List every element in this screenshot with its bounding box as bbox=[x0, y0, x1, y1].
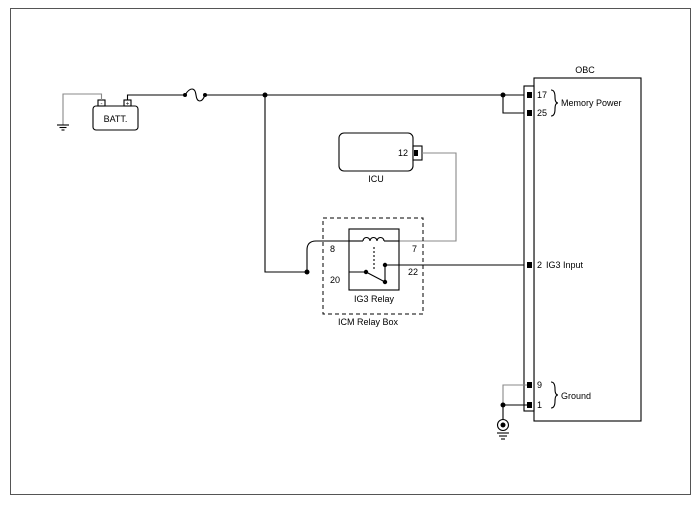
relay-pin-22: 22 bbox=[408, 267, 418, 277]
obc-pin-2: 2 bbox=[537, 260, 542, 270]
obc-pin-9: 9 bbox=[537, 380, 542, 390]
fuse-icon bbox=[183, 88, 207, 102]
battery-ground-wire bbox=[62, 93, 103, 125]
relay-pin-8: 8 bbox=[330, 244, 335, 254]
ground-brace-icon bbox=[550, 381, 559, 409]
obc: OBC 17 25 Memory Power 2 IG3 Input 9 1 G… bbox=[523, 65, 642, 422]
ig3-relay-label: IG3 Relay bbox=[354, 294, 395, 304]
obc-title: OBC bbox=[575, 65, 595, 75]
battery-label: BATT. bbox=[104, 114, 128, 124]
obc-pin-17-terminal bbox=[527, 92, 532, 98]
relay-feed-wire bbox=[264, 95, 307, 273]
obc-memory-power-label: Memory Power bbox=[561, 98, 622, 108]
obc-ig3-input-label: IG3 Input bbox=[546, 260, 584, 270]
icu-title: ICU bbox=[368, 174, 384, 184]
memory-power-branch-wire bbox=[502, 95, 527, 114]
ig3-relay-body bbox=[348, 228, 400, 291]
chassis-ground-icon bbox=[57, 124, 69, 131]
obc-pin-1-terminal bbox=[527, 402, 532, 408]
body-ground-icon bbox=[496, 418, 510, 440]
icu: 12 ICU bbox=[338, 132, 423, 184]
diagram-frame bbox=[10, 8, 691, 495]
icu-pin-terminal bbox=[414, 150, 418, 156]
obc-box bbox=[533, 77, 642, 422]
memory-power-brace-icon bbox=[550, 89, 559, 117]
relay-box-outline bbox=[322, 217, 424, 315]
obc-pin-1: 1 bbox=[537, 400, 542, 410]
battery-positive-wire bbox=[126, 94, 185, 100]
icu-pin-12: 12 bbox=[398, 148, 408, 158]
obc-pin-25-terminal bbox=[527, 110, 532, 116]
obc-ground-label: Ground bbox=[561, 391, 591, 401]
obc-pin-2-terminal bbox=[527, 262, 532, 268]
icm-relay-box: 8 7 20 22 IG3 Relay ICM Relay Box bbox=[322, 217, 424, 327]
battery-pos-sign: + bbox=[126, 102, 130, 108]
relay-pin-7: 7 bbox=[412, 244, 417, 254]
relay-switch-icon bbox=[365, 271, 386, 283]
obc-pin-9-terminal bbox=[527, 382, 532, 388]
obc-connector-strip bbox=[523, 85, 535, 412]
battery-neg-sign: - bbox=[101, 102, 103, 108]
obc-pin-17: 17 bbox=[537, 90, 547, 100]
ground-wire-9 bbox=[502, 384, 527, 405]
obc-pin-25: 25 bbox=[537, 108, 547, 118]
battery: - + BATT. bbox=[57, 93, 185, 131]
icu-to-relay-wire bbox=[399, 152, 457, 242]
coil-feed-wire bbox=[306, 240, 349, 272]
battery-body bbox=[92, 105, 139, 131]
relay-box-title: ICM Relay Box bbox=[338, 317, 399, 327]
relay-coil-icon bbox=[362, 236, 385, 242]
relay-pin-20: 20 bbox=[330, 275, 340, 285]
